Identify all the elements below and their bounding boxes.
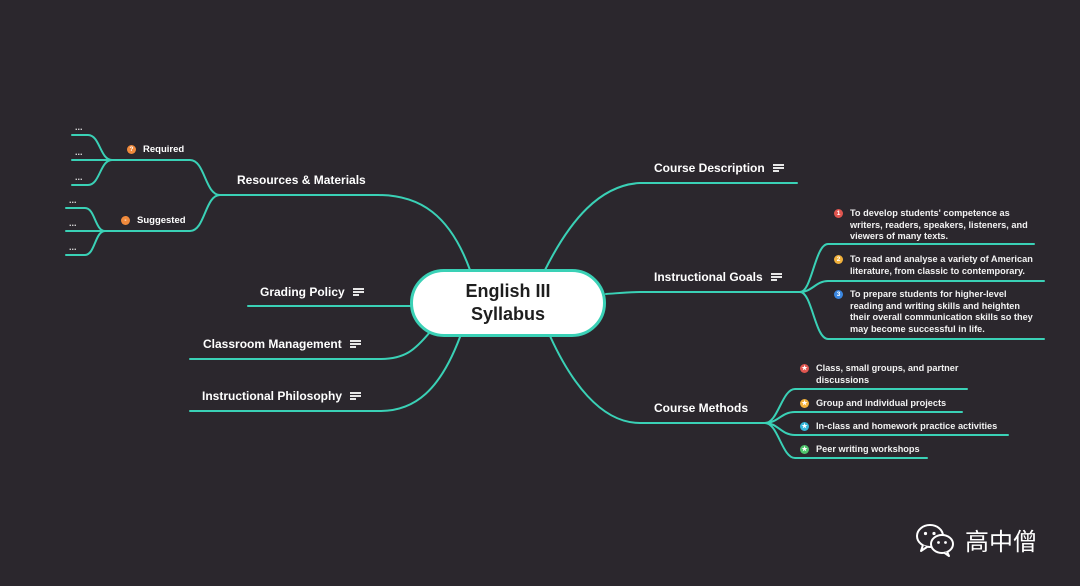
watermark-text: 高中僧 [965, 528, 1037, 556]
note-icon[interactable] [770, 273, 782, 281]
star-yellow-icon: ★ [800, 399, 809, 408]
link-required [111, 159, 221, 196]
branch-label: Instructional Philosophy [202, 389, 343, 403]
note-icon[interactable] [352, 288, 364, 296]
central-title-line2: Syllabus [470, 304, 546, 324]
subtopic-suggested[interactable]: - Suggested [121, 215, 186, 226]
question-icon: ? [127, 145, 136, 154]
collapsed-item[interactable]: ... [75, 172, 83, 182]
method-item[interactable]: ★ Group and individual projects [800, 398, 970, 410]
collapsed-item[interactable]: ... [69, 195, 77, 205]
goal-text: To develop students' competence as write… [850, 208, 1028, 241]
link-goal-1 [799, 243, 1035, 293]
method-item[interactable]: ★ In-class and homework practice activit… [800, 421, 1015, 433]
goal-item[interactable]: 3 To prepare students for higher-level r… [834, 289, 1034, 335]
method-text: Group and individual projects [816, 398, 947, 408]
priority-3-icon: 3 [834, 290, 843, 299]
subtopic-label: Required [143, 144, 185, 155]
branch-classroom-management[interactable]: Classroom Management [203, 337, 361, 351]
link-required-3 [71, 159, 113, 186]
branch-instructional-goals[interactable]: Instructional Goals [654, 270, 782, 284]
branch-label: Instructional Goals [654, 270, 763, 284]
note-icon[interactable] [349, 340, 361, 348]
link-suggested-3 [65, 230, 106, 256]
method-text: Peer writing workshops [816, 444, 920, 454]
subtopic-label: Suggested [137, 215, 186, 226]
branch-course-methods[interactable]: Course Methods [654, 401, 748, 415]
branch-grading-policy[interactable]: Grading Policy [260, 285, 364, 299]
subtopic-required[interactable]: ? Required [127, 144, 184, 155]
goal-item[interactable]: 1 To develop students' competence as wri… [834, 208, 1030, 243]
link-method-4 [764, 422, 928, 459]
branch-label: Classroom Management [203, 337, 342, 351]
link-goal-2 [799, 280, 1045, 293]
priority-2-icon: 2 [834, 255, 843, 264]
collapsed-item[interactable]: ... [69, 242, 77, 252]
goal-item[interactable]: 2 To read and analyse a variety of Ameri… [834, 254, 1034, 277]
star-blue-icon: ★ [800, 422, 809, 431]
collapsed-item[interactable]: ... [75, 147, 83, 157]
branch-instructional-philosophy[interactable]: Instructional Philosophy [202, 389, 362, 403]
priority-1-icon: 1 [834, 209, 843, 218]
link-goal-3 [799, 291, 1045, 340]
branch-course-description[interactable]: Course Description [654, 161, 784, 175]
collapsed-item[interactable]: ... [69, 218, 77, 228]
minus-icon: - [121, 216, 130, 225]
branch-label: Grading Policy [260, 285, 345, 299]
method-text: In-class and homework practice activitie… [816, 421, 998, 431]
goal-text: To prepare students for higher-level rea… [850, 289, 1033, 334]
link-course-methods [549, 335, 766, 424]
goal-text: To read and analyse a variety of America… [850, 254, 1033, 276]
note-icon[interactable] [350, 392, 362, 400]
link-resources [219, 194, 471, 271]
branch-label: Course Description [654, 161, 765, 175]
star-green-icon: ★ [800, 445, 809, 454]
method-item[interactable]: ★ Peer writing workshops [800, 444, 940, 456]
star-red-icon: ★ [800, 364, 809, 373]
collapsed-item[interactable]: ... [75, 122, 83, 132]
central-title-line1: English III [465, 281, 551, 301]
watermark: 高中僧 [915, 522, 1037, 557]
link-suggested [104, 194, 221, 232]
central-topic[interactable]: English III Syllabus [410, 269, 606, 337]
branch-label: Course Methods [654, 401, 749, 415]
link-classroom-management [189, 331, 431, 360]
wechat-icon [916, 523, 954, 557]
link-instructional-philosophy [189, 336, 461, 412]
branch-resources-materials[interactable]: Resources & Materials [237, 173, 366, 187]
method-text: Class, small groups, and partner discuss… [816, 363, 959, 385]
note-icon[interactable] [772, 164, 784, 172]
link-course-description [544, 182, 798, 271]
link-instructional-goals [605, 291, 801, 295]
method-item[interactable]: ★ Class, small groups, and partner discu… [800, 363, 965, 386]
branch-label: Resources & Materials [237, 173, 366, 187]
